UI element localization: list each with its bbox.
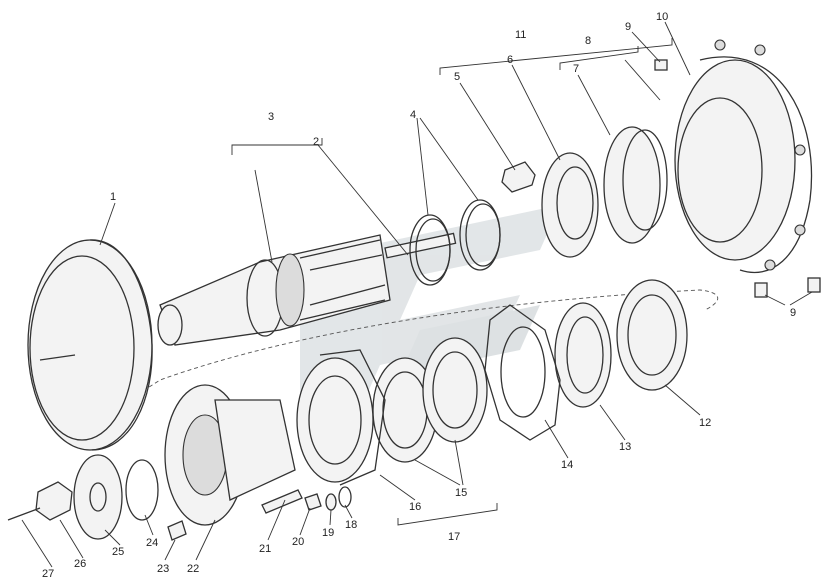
callout-9: 9 [625, 21, 631, 33]
part-23-nut [167, 520, 187, 541]
part-3-shaft [157, 232, 457, 346]
part-19-washer [325, 493, 337, 511]
callout-25: 25 [112, 546, 124, 558]
callout-11: 11 [515, 29, 526, 41]
part-20-nut [304, 493, 322, 511]
callout-17: 17 [448, 531, 460, 543]
callout-4: 4 [410, 109, 416, 121]
callout-8: 8 [585, 35, 591, 47]
callout-20: 20 [292, 536, 304, 548]
callout-10: 10 [656, 11, 668, 23]
callout-7: 7 [573, 63, 579, 75]
part-1-ring [27, 239, 153, 451]
part-5-plug [501, 161, 536, 193]
callout-18: 18 [345, 519, 357, 531]
part-24-washer [125, 459, 159, 521]
part-27-cotter-pin [7, 507, 41, 521]
bracket-3 [231, 138, 323, 155]
callout-16: 16 [409, 501, 421, 513]
callout-brackets [231, 38, 673, 526]
small-parts [7, 454, 352, 541]
part-7-cup [603, 126, 668, 244]
part-22-companion-flange [164, 384, 296, 526]
callout-labels: 1 2 3 4 5 6 7 8 9 10 11 12 13 14 15 16 1… [42, 11, 796, 580]
bracket-11 [439, 38, 673, 75]
part-18-washer [338, 486, 352, 508]
callout-26: 26 [74, 558, 86, 570]
part-15-seals [372, 337, 488, 463]
callout-21: 21 [259, 543, 271, 555]
callout-6: 6 [507, 54, 513, 66]
callout-12: 12 [699, 417, 711, 429]
bracket-17 [397, 503, 498, 526]
callout-2: 2 [313, 136, 319, 148]
part-16-flange [296, 349, 386, 486]
bracket-8 [559, 46, 639, 70]
callout-5: 5 [454, 71, 460, 83]
part-6-cover [541, 152, 599, 258]
part-10-housing [674, 39, 813, 274]
part-12-bearing [616, 279, 688, 391]
part-21-bolt [261, 489, 303, 514]
callout-23: 23 [157, 563, 169, 575]
leader-lines [21, 21, 813, 568]
part-4-snap-rings [409, 199, 501, 286]
callout-3: 3 [268, 111, 274, 123]
callout-15: 15 [455, 487, 467, 499]
callout-14: 14 [561, 459, 573, 471]
part-26-castle-nut [35, 481, 73, 521]
callout-22: 22 [187, 563, 199, 575]
callout-13: 13 [619, 441, 631, 453]
part-25-plate [73, 454, 123, 540]
callout-24: 24 [146, 537, 158, 549]
part-9-plugs [654, 59, 821, 298]
part-13-seal [554, 302, 612, 408]
callout-9-repeat: 9 [790, 307, 796, 319]
callout-27: 27 [42, 568, 54, 580]
callout-1: 1 [110, 191, 116, 203]
callout-19: 19 [322, 527, 334, 539]
part-14-gasket [484, 304, 561, 441]
